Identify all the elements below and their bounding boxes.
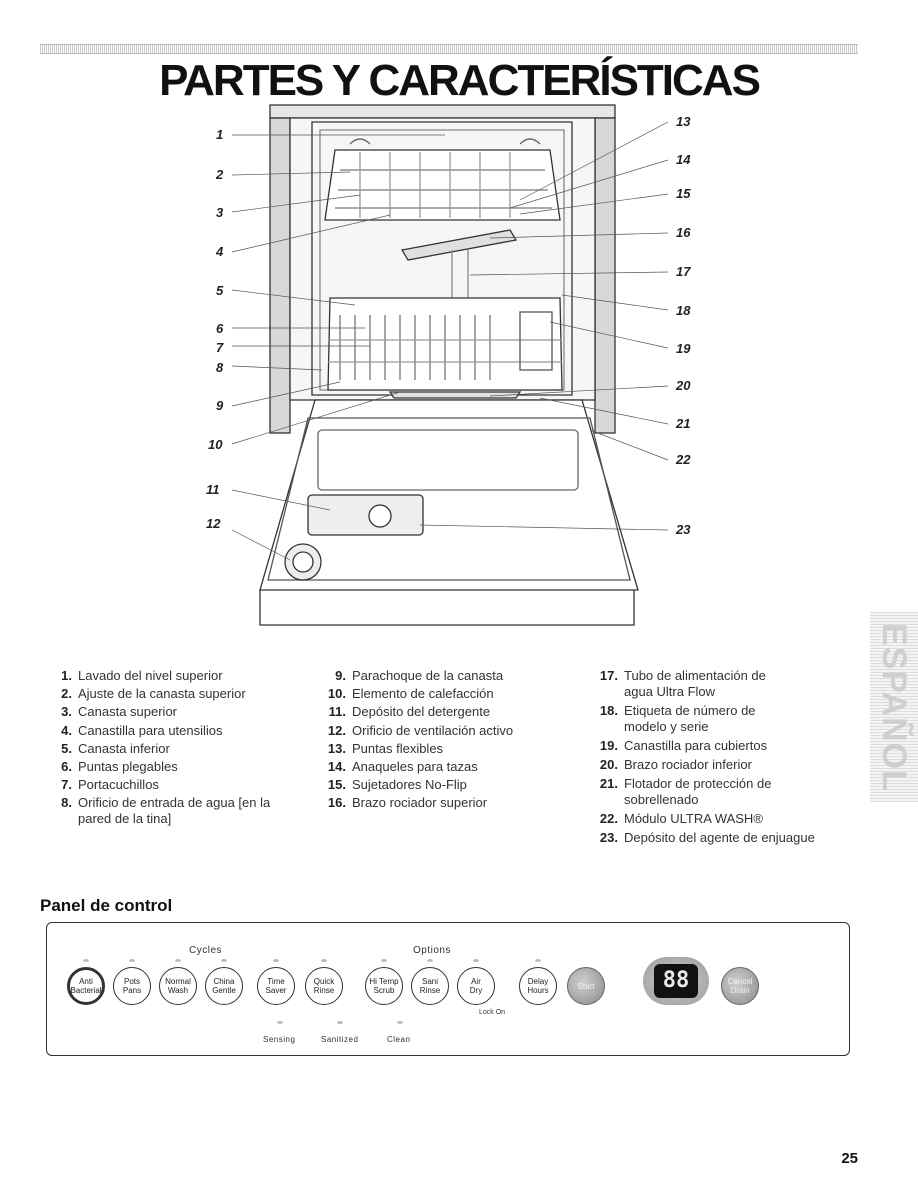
list-item: 1.Lavado del nivel superior <box>61 668 223 683</box>
callout-7: 7 <box>216 340 224 355</box>
language-side-tab-label: ESPAÑOL <box>875 622 913 792</box>
callout-4: 4 <box>216 244 224 259</box>
sanitized-led <box>337 1021 343 1024</box>
led-indicator <box>427 959 433 962</box>
callout-6: 6 <box>216 321 224 336</box>
digital-display: 88 <box>643 957 709 1005</box>
control-panel-heading: Panel de control <box>40 896 173 915</box>
callout-1: 1 <box>216 127 224 142</box>
list-item: 9.Parachoque de la canasta <box>335 668 504 683</box>
clean-label: Clean <box>387 1035 411 1044</box>
list-item: 3.Canasta superior <box>61 704 177 720</box>
callout-17: 17 <box>676 264 691 279</box>
list-item: 14.Anaqueles para tazas <box>327 758 478 774</box>
list-item: 16.Brazo rociador superior <box>327 795 488 811</box>
anti-bacterial-button[interactable]: Anti Bacterial <box>67 967 105 1005</box>
led-indicator <box>535 959 541 962</box>
parts-list-col-1: 1.Lavado del nivel superior 2.Ajuste de … <box>38 668 288 830</box>
list-item: 22.Módulo ULTRA WASH® <box>599 811 763 826</box>
callout-8: 8 <box>216 360 224 375</box>
callout-13: 13 <box>676 114 691 129</box>
list-item: 8.Orificio de entrada de agua [en la par… <box>61 795 271 827</box>
callout-15: 15 <box>676 186 691 201</box>
callout-22: 22 <box>676 452 691 467</box>
list-item: 19.Canastilla para cubiertos <box>599 738 768 753</box>
clean-led <box>397 1021 403 1024</box>
sensing-led <box>277 1021 283 1024</box>
callout-3: 3 <box>216 205 224 220</box>
callout-10: 10 <box>208 437 223 452</box>
sensing-label: Sensing <box>263 1035 296 1044</box>
hi-temp-scrub-button[interactable]: Hi Temp Scrub <box>365 967 403 1005</box>
led-indicator <box>381 959 387 962</box>
callout-18: 18 <box>676 303 691 318</box>
callout-19: 19 <box>676 341 691 356</box>
callout-16: 16 <box>676 225 691 240</box>
list-item: 18.Etiqueta de número de modelo y serie <box>599 703 756 734</box>
parts-list-col-2: 9.Parachoque de la canasta 10.Elemento d… <box>312 668 572 814</box>
list-item: 5.Canasta inferior <box>61 740 170 756</box>
callout-12: 12 <box>206 516 221 531</box>
list-item: 20.Brazo rociador inferior <box>599 757 752 772</box>
parts-list-col-3: 17.Tubo de alimentación de agua Ultra Fl… <box>584 668 834 849</box>
led-indicator <box>321 959 327 962</box>
delay-hours-button[interactable]: Delay Hours <box>519 967 557 1005</box>
pots-pans-button[interactable]: Pots Pans <box>113 967 151 1005</box>
list-item: 15.Sujetadores No-Flip <box>327 777 467 793</box>
cycles-label: Cycles <box>189 945 223 956</box>
list-item: 11.Depósito del detergente <box>328 704 491 720</box>
cancel-drain-button[interactable]: Cancel Drain <box>721 967 759 1005</box>
time-saver-button[interactable]: Time Saver <box>257 967 295 1005</box>
sanitized-label: Sanitized <box>321 1035 359 1044</box>
start-button[interactable]: Start <box>567 967 605 1005</box>
air-dry-button[interactable]: Air Dry <box>457 967 495 1005</box>
china-gentle-button[interactable]: China Gentle <box>205 967 243 1005</box>
list-item: 6.Puntas plegables <box>61 758 178 774</box>
led-indicator <box>273 959 279 962</box>
lock-on-label: Lock On <box>479 1009 506 1016</box>
callout-2: 2 <box>216 167 224 182</box>
callout-23: 23 <box>676 522 691 537</box>
callout-5: 5 <box>216 283 224 298</box>
led-indicator <box>221 959 227 962</box>
callout-21: 21 <box>676 416 691 431</box>
display-digits: 88 <box>654 964 698 998</box>
page-title: PARTES Y CARACTERÍSTICAS <box>159 56 761 105</box>
callout-14: 14 <box>676 152 691 167</box>
led-indicator <box>175 959 181 962</box>
led-indicator <box>129 959 135 962</box>
dishwasher-diagram <box>231 104 669 626</box>
led-indicator <box>473 959 479 962</box>
list-item: 23.Depósito del agente de enjuague <box>599 830 815 845</box>
page-number: 25 <box>841 1150 858 1167</box>
list-item: 21.Flotador de protección de sobrellenad… <box>599 776 772 807</box>
callout-11: 11 <box>206 482 220 497</box>
callout-9: 9 <box>216 398 224 413</box>
sani-rinse-button[interactable]: Sani Rinse <box>411 967 449 1005</box>
control-panel: Cycles Options Anti Bacterial Pots Pans … <box>46 922 850 1056</box>
language-side-tab <box>870 612 918 802</box>
list-item: 4.Canastilla para utensilios <box>61 722 223 738</box>
led-indicator <box>83 959 89 962</box>
normal-wash-button[interactable]: Normal Wash <box>159 967 197 1005</box>
quick-rinse-button[interactable]: Quick Rinse <box>305 967 343 1005</box>
options-label: Options <box>413 945 451 956</box>
list-item: 12.Orificio de ventilación activo <box>327 722 514 738</box>
list-item: 2.Ajuste de la canasta superior <box>61 686 246 702</box>
list-item: 10.Elemento de calefacción <box>327 686 494 702</box>
list-item: 7.Portacuchillos <box>61 777 159 793</box>
list-item: 13.Puntas flexibles <box>327 740 444 756</box>
callout-20: 20 <box>676 378 691 393</box>
top-rule <box>40 44 858 54</box>
list-item: 17.Tubo de alimentación de agua Ultra Fl… <box>599 668 766 699</box>
